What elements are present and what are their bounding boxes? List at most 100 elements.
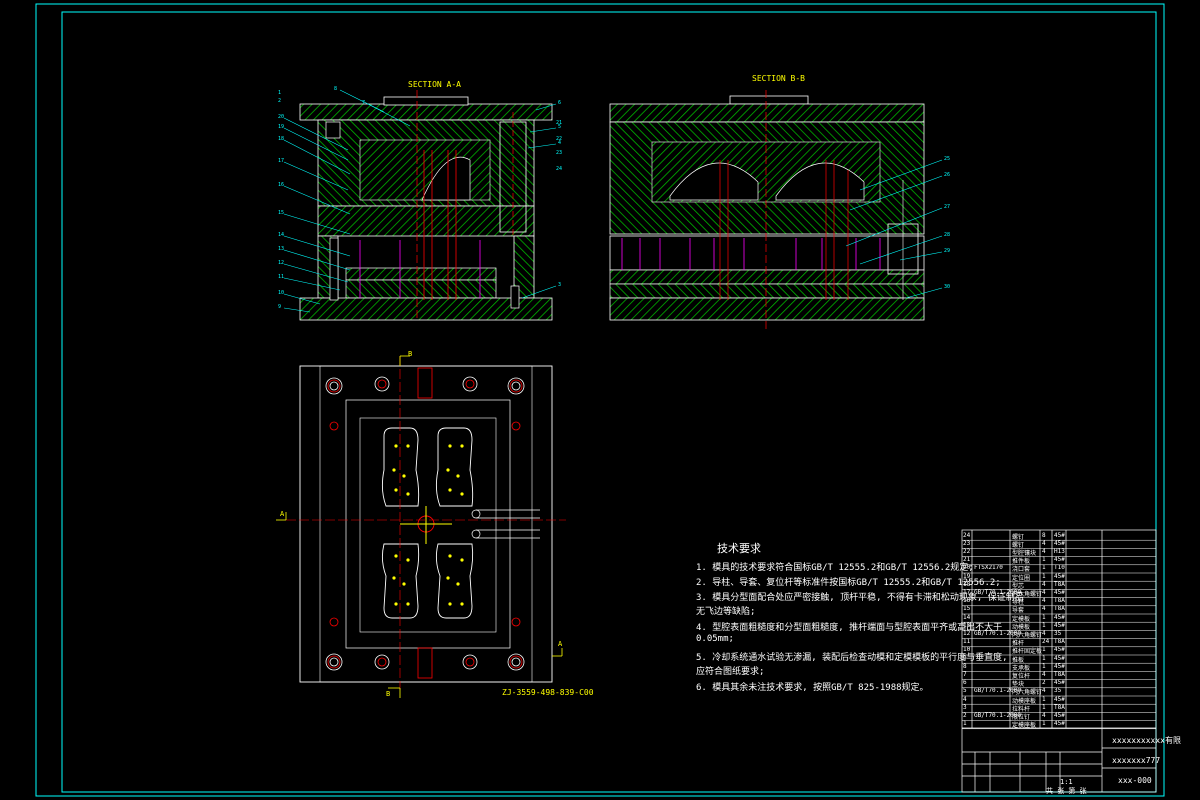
bom-cell-name: 推杆固定板 [1012,648,1043,656]
bom-cell-mat: 45# [1054,572,1065,580]
bom-cell-qty: 4 [1042,539,1046,547]
bom-cell-qty: 4 [1042,597,1046,605]
bom-cell-no: 17 [963,588,971,596]
scale-value: 1:1 [1060,778,1073,786]
section-b-b-view [609,90,925,330]
note-3-cont: 无飞边等缺陷; [696,607,756,617]
part-balloon: 21 [556,120,563,126]
part-balloon: 25 [944,156,951,162]
bom-cell-name: 螺钉 [1012,533,1025,541]
bom-cell-name: 复位杆 [1012,672,1031,680]
bom-cell-no: 5 [963,687,967,695]
bom-cell-name: 定位圈 [1012,574,1031,582]
section-a-a-leaders [283,89,557,313]
bom-cell-mat: 45# [1054,531,1065,539]
bom-cell-mat: 45# [1054,539,1065,547]
part-balloon: 23 [556,150,563,156]
drawing-code: xxx-000 [1118,776,1152,785]
bom-cell-qty: 1 [1042,556,1046,564]
bom-cell-mat: H13 [1054,547,1065,555]
part-balloon: 4 [558,140,562,146]
bom-cell-qty: 1 [1042,646,1046,654]
part-balloon: 6 [558,100,562,106]
bom-cell-name: 导柱 [1012,599,1025,607]
bom-cell-code: GB/T70.1-2000 [974,588,1021,596]
bom-cell-no: 23 [963,539,971,547]
view-marker-label: B [386,690,391,698]
bom-cell-name: 垫块 [1012,681,1025,689]
note-2: 2. 导柱、导套、复位杆等标准件按国标GB/T 12555.2和GB/T 125… [696,578,1001,588]
bom-cell-mat: 45# [1054,621,1065,629]
bom-cell-mat: 45# [1054,588,1065,596]
bom-cell-no: 16 [963,597,971,605]
bom-cell-name: 动模板 [1012,623,1031,631]
part-balloon: 9 [278,304,282,310]
note-1: 1. 模具的技术要求符合国标GB/T 12555.2和GB/T 12556.2规… [696,563,974,573]
part-balloon: 15 [278,210,285,216]
bom-cell-qty: 4 [1042,580,1046,588]
bom-cell-mat: T8A [1054,638,1065,646]
company-name: xxxxxxxxxxx有限 [1112,736,1181,745]
bom-cell-mat: T8A [1054,580,1065,588]
bom-cell-name: 推杆 [1012,640,1025,648]
bom-cell-no: 13 [963,621,971,629]
bom-cell-no: 6 [963,679,967,687]
part-balloon: 18 [278,136,285,142]
part-balloon: 12 [278,260,285,266]
view-marker-label: A [280,510,285,518]
bom-cell-mat: 45# [1054,654,1065,662]
part-balloon: 5 [558,124,562,130]
bom-cell-name: 螺钉 [1012,541,1025,549]
note-6: 6. 模具其余未注技术要求, 按照GB/T 825-1988规定。 [696,683,929,693]
bom-cell-mat: 45# [1054,711,1065,719]
bom-cell-mat: 45# [1054,695,1065,703]
bom-cell-mat: T8A [1054,670,1065,678]
bom-cell-qty: 24 [1042,638,1050,646]
bom-cell-no: 22 [963,547,971,555]
part-balloon: 10 [278,290,285,296]
part-balloon: 27 [944,204,951,210]
view-marker-label: A [558,640,563,648]
part-balloon: 20 [278,114,285,120]
bom-cell-qty: 1 [1042,720,1046,728]
part-balloon: 30 [944,284,951,290]
bom-cell-qty: 1 [1042,621,1046,629]
bom-cell-name: 推板 [1012,656,1025,664]
bom-cell-no: 7 [963,670,967,678]
bom-cell-code: GB/T70.1-2000 [974,629,1021,637]
part-balloon: 14 [278,232,285,238]
part-balloon: 26 [944,172,951,178]
part-balloon: 7 [362,100,366,106]
bom-cell-qty: 1 [1042,662,1046,670]
note-3: 3. 模具分型面配合处应严密接触, 顶杆平稳, 不得有卡滞和松动现象, 保证制品 [696,593,1024,603]
bom-cell-qty: 2 [1042,679,1046,687]
part-balloon: 2 [278,98,282,104]
bom-cell-name: 推件板 [1012,558,1031,566]
bom-cell-code: FTSX2170 [974,564,1003,572]
view-markers [276,355,563,698]
part-balloon: 8 [334,86,338,92]
bom-cell-qty: 4 [1042,629,1046,637]
bom-cell-mat: T8A [1054,703,1065,711]
bom-cell-name: 限位钉 [1012,713,1031,721]
bom-cell-name: 定模座板 [1012,722,1037,730]
bom-cell-no: 24 [963,531,971,539]
bom-cell-qty: 4 [1042,670,1046,678]
bom-cell-no: 19 [963,572,971,580]
section-a-a-label: SECTION A-A [408,80,461,89]
part-balloon: 29 [944,248,951,254]
bom-cell-name: 导套 [1012,607,1025,615]
section-b-b-label: SECTION B-B [752,74,805,83]
bom-cell-qty: 1 [1042,613,1046,621]
bom-cell-no: 9 [963,654,967,662]
bom-cell-qty: 1 [1042,572,1046,580]
bom-cell-mat: 45# [1054,720,1065,728]
view-marker-label: B [408,350,413,358]
bom-cell-name: 型腔镶块 [1012,549,1037,557]
title-block [961,529,1157,793]
part-name: xxxxxxx777 [1112,756,1161,765]
bom-cell-mat: T10 [1054,564,1065,572]
part-balloon: 22 [556,136,563,142]
note-4: 4. 型腔表面粗糙度和分型面粗糙度, 推杆端面与型腔表面平齐或高出不大于 [696,623,1003,633]
